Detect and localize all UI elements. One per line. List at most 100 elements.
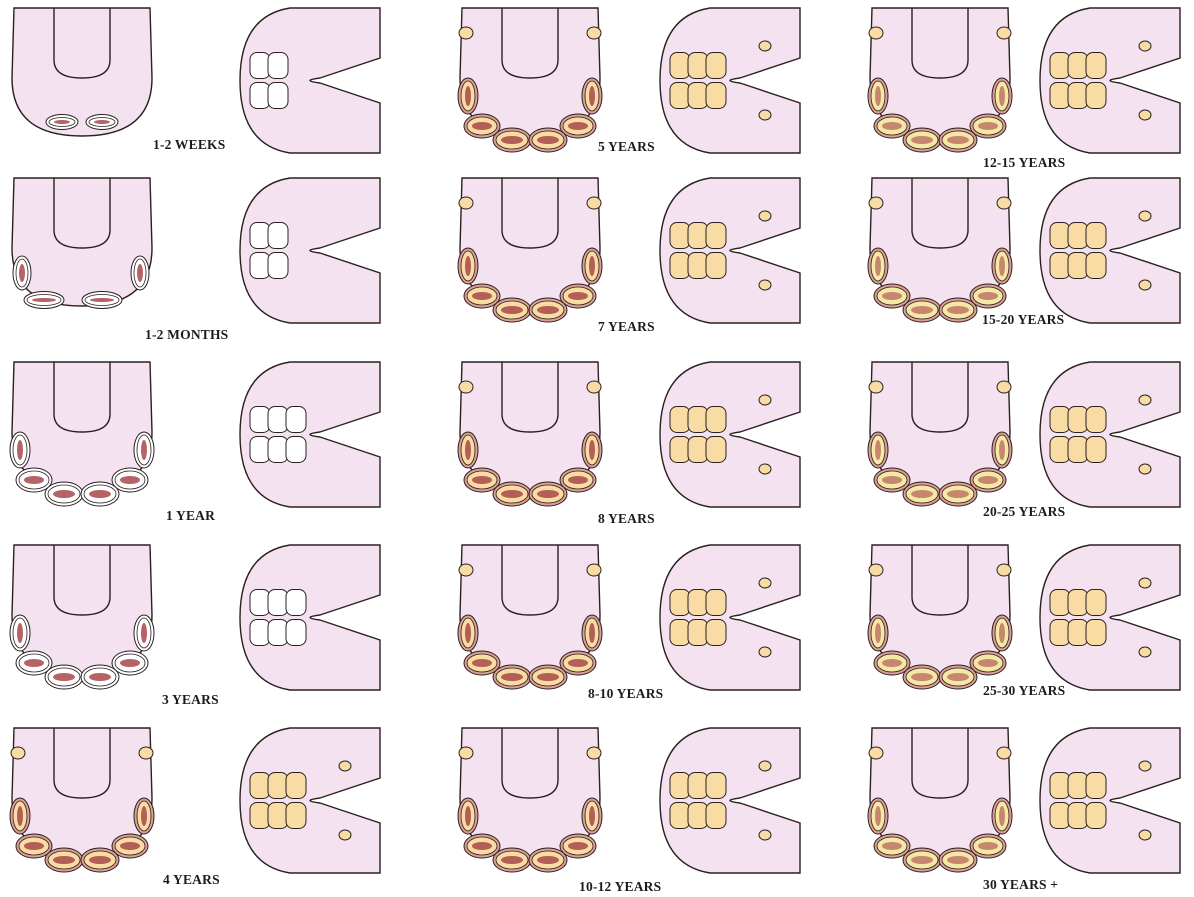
- side-lower-incisor: [1086, 803, 1106, 829]
- canine-tooth: [587, 381, 601, 393]
- side-jaw-outline: [660, 362, 800, 507]
- side-jaw-outline: [1040, 178, 1180, 323]
- side-upper-incisor: [250, 590, 270, 616]
- tooth-cup: [17, 440, 23, 460]
- tooth-cup: [472, 659, 492, 667]
- tooth-cup: [17, 806, 23, 826]
- side-lower-incisor: [706, 803, 726, 829]
- canine-tooth: [869, 747, 883, 759]
- side-lower-incisor: [1068, 620, 1088, 646]
- tooth-cup: [978, 476, 998, 484]
- side-jaw-outline: [1040, 728, 1180, 873]
- age-panel: [458, 8, 800, 153]
- tooth-cup: [465, 623, 471, 643]
- side-jaw-outline: [1040, 8, 1180, 153]
- side-canine: [339, 830, 351, 840]
- side-upper-incisor: [706, 407, 726, 433]
- tooth-cup: [537, 673, 559, 681]
- tooth-cup: [882, 476, 902, 484]
- tooth-cup: [501, 856, 523, 864]
- side-lower-incisor: [1086, 620, 1106, 646]
- side-upper-incisor: [1050, 407, 1070, 433]
- side-canine: [339, 761, 351, 771]
- tooth-cup: [89, 673, 111, 681]
- side-upper-incisor: [1050, 223, 1070, 249]
- tooth-cup: [537, 856, 559, 864]
- canine-tooth: [459, 197, 473, 209]
- tooth-cup: [465, 806, 471, 826]
- side-jaw-outline: [660, 545, 800, 690]
- canine-tooth: [459, 564, 473, 576]
- tooth-cup: [875, 440, 881, 460]
- side-lower-incisor: [670, 253, 690, 279]
- tooth-cup: [53, 856, 75, 864]
- side-upper-incisor: [670, 223, 690, 249]
- side-canine: [759, 647, 771, 657]
- tooth-cup: [568, 476, 588, 484]
- tooth-cup: [141, 440, 147, 460]
- canine-tooth: [459, 747, 473, 759]
- side-lower-incisor: [688, 253, 708, 279]
- age-panel: [868, 545, 1180, 690]
- side-upper-incisor: [706, 773, 726, 799]
- side-lower-incisor: [250, 620, 270, 646]
- tooth-cup: [568, 122, 588, 130]
- tooth-cup: [53, 673, 75, 681]
- side-upper-incisor: [250, 53, 270, 79]
- canine-tooth: [459, 381, 473, 393]
- side-canine: [759, 395, 771, 405]
- side-upper-incisor: [706, 53, 726, 79]
- tooth-cup: [568, 292, 588, 300]
- tooth-cup: [882, 659, 902, 667]
- canine-tooth: [587, 197, 601, 209]
- side-canine: [759, 464, 771, 474]
- side-canine: [759, 761, 771, 771]
- side-upper-incisor: [286, 407, 306, 433]
- tooth-cup: [24, 842, 44, 850]
- tooth-cup: [501, 673, 523, 681]
- side-upper-incisor: [268, 53, 288, 79]
- side-lower-incisor: [1068, 803, 1088, 829]
- side-lower-incisor: [688, 620, 708, 646]
- tooth-cup: [589, 86, 595, 106]
- side-jaw-outline: [240, 178, 380, 323]
- side-upper-incisor: [250, 773, 270, 799]
- side-jaw-outline: [660, 178, 800, 323]
- tooth-cup: [568, 842, 588, 850]
- side-upper-incisor: [688, 773, 708, 799]
- tooth-cup: [947, 673, 969, 681]
- tooth-cup: [54, 120, 70, 124]
- side-lower-incisor: [670, 620, 690, 646]
- side-lower-incisor: [250, 803, 270, 829]
- tooth-cup: [568, 659, 588, 667]
- side-lower-incisor: [706, 620, 726, 646]
- canine-tooth: [869, 381, 883, 393]
- side-upper-incisor: [688, 53, 708, 79]
- tooth-cup: [978, 842, 998, 850]
- tooth-cup: [589, 256, 595, 276]
- jaw-outline: [12, 178, 152, 306]
- side-lower-incisor: [250, 437, 270, 463]
- tooth-cup: [141, 623, 147, 643]
- tooth-cup: [911, 673, 933, 681]
- canine-tooth: [139, 747, 153, 759]
- tooth-cup: [589, 806, 595, 826]
- tooth-cup: [882, 122, 902, 130]
- tooth-cup: [875, 806, 881, 826]
- side-lower-incisor: [1050, 803, 1070, 829]
- side-upper-incisor: [1068, 53, 1088, 79]
- tooth-cup: [947, 490, 969, 498]
- side-upper-incisor: [250, 223, 270, 249]
- side-canine: [759, 211, 771, 221]
- side-jaw-outline: [1040, 362, 1180, 507]
- tooth-cup: [947, 306, 969, 314]
- age-panel: [458, 728, 800, 873]
- tooth-cup: [947, 856, 969, 864]
- side-upper-incisor: [670, 53, 690, 79]
- side-upper-incisor: [706, 590, 726, 616]
- canine-tooth: [587, 27, 601, 39]
- side-upper-incisor: [1050, 773, 1070, 799]
- age-panel: [10, 545, 380, 690]
- side-lower-incisor: [688, 83, 708, 109]
- tooth-cup: [137, 264, 143, 282]
